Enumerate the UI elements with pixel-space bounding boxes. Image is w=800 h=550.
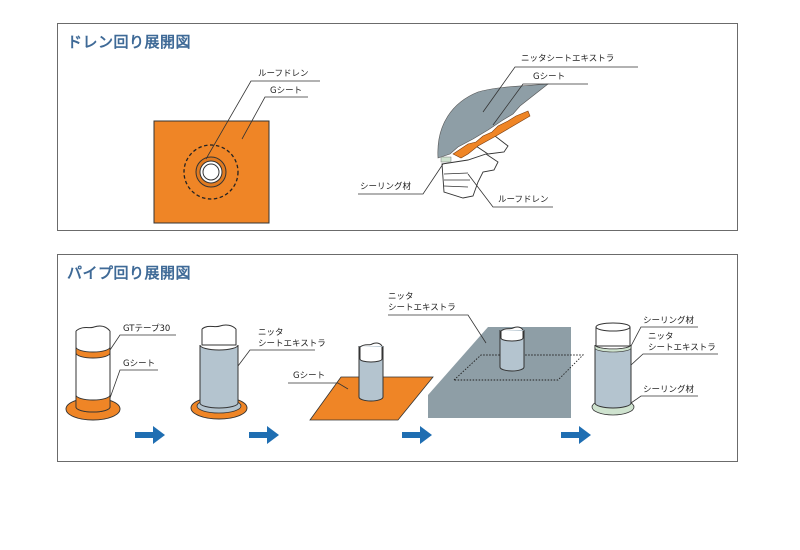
leader-roof-drain-2: [467, 173, 553, 208]
label-gt-tape: GTテープ30: [123, 324, 170, 334]
label-nitta-step5-line1: ニッタ: [648, 332, 674, 342]
drain-panel-title: ドレン回り展開図: [67, 33, 192, 51]
label-sealant: シーリング材: [360, 181, 412, 192]
process-arrows: [135, 426, 591, 444]
leader-roof-drain: [205, 80, 320, 160]
pipe-panel: パイプ回り展開図 GTテープ30 Gシート ニッタ シートエキストラ: [57, 254, 738, 462]
pipe-panel-title: パイプ回り展開図: [67, 264, 192, 282]
step-1: GTテープ30 Gシート: [65, 324, 176, 421]
g-sheet-wrap: [75, 394, 111, 413]
sealant: [440, 156, 452, 163]
label-g-sheet: Gシート: [270, 86, 302, 96]
right-arrow-icon: [249, 426, 279, 444]
label-nitta-sheet-extra: ニッタシートエキストラ: [521, 54, 614, 64]
label-nitta-step2-line1: ニッタ: [258, 328, 284, 338]
nitta-sheet-extra: [437, 83, 549, 159]
nitta-sheet-cover: [428, 327, 571, 418]
g-sheet-strip: [452, 110, 531, 159]
label-nitta-step2-line2: シートエキストラ: [258, 339, 326, 349]
drain-panel: ドレン回り展開図 ルーフドレン Gシート: [57, 23, 738, 231]
gt-tape-band: [75, 346, 111, 359]
label-sealant-top: シーリング材: [643, 315, 695, 326]
leader-g-sheet-2: [492, 83, 588, 126]
nitta-sheet-wrap: [199, 344, 239, 409]
dashed-outline: [452, 354, 585, 381]
label-g-sheet-step1: Gシート: [123, 359, 155, 369]
label-nitta-step4-line2: シートエキストラ: [388, 303, 456, 313]
label-g-sheet-step3: Gシート: [293, 371, 325, 381]
step-3: Gシート: [288, 342, 434, 421]
right-arrow-icon: [402, 426, 432, 444]
step-4: ニッタ シートエキストラ: [388, 292, 585, 418]
leader-nitta: [482, 66, 638, 113]
step-5: シーリング材 ニッタ シートエキストラ シーリング材: [591, 315, 718, 416]
label-roof-drain: ルーフドレン: [258, 69, 309, 79]
step-2: ニッタ シートエキストラ: [190, 324, 326, 420]
drain-section-view: ニッタシートエキストラ Gシート シーリング材 ルーフドレン: [358, 54, 638, 208]
right-arrow-icon: [561, 426, 591, 444]
label-g-sheet-2: Gシート: [533, 72, 565, 82]
label-sealant-bottom: シーリング材: [643, 384, 695, 395]
label-nitta-step4-line1: ニッタ: [388, 292, 414, 302]
drain-plan-view: ルーフドレン Gシート: [153, 69, 320, 224]
label-nitta-step5-line2: シートエキストラ: [648, 343, 716, 353]
pipe-diagram: GTテープ30 Gシート ニッタ シートエキストラ Gシート: [65, 292, 718, 444]
dashed-circle: [183, 144, 239, 200]
drain-diagram: ルーフドレン Gシート ニッタシートエキストラ Gシート シーリング: [153, 54, 638, 224]
right-arrow-icon: [135, 426, 165, 444]
sealant-top: [594, 344, 632, 353]
drain-hole: [202, 163, 220, 181]
leader-sealant: [358, 163, 444, 195]
label-roof-drain-2: ルーフドレン: [498, 195, 549, 205]
leader-g-sheet: [241, 96, 308, 140]
